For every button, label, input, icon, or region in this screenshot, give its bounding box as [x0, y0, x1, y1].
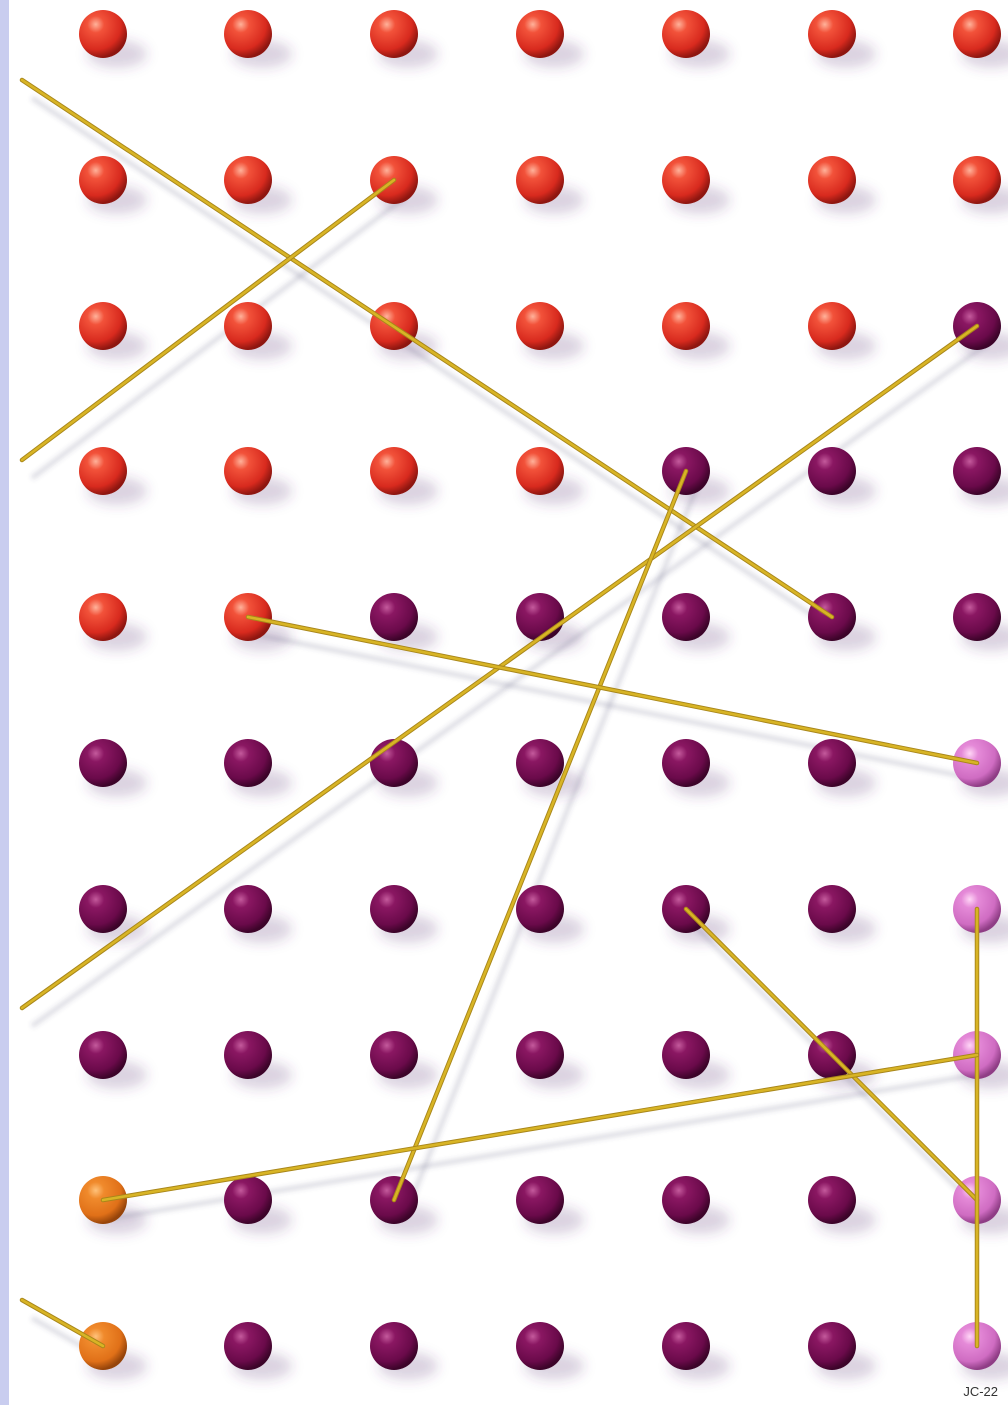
red-ball [370, 447, 418, 495]
red-ball [224, 156, 272, 204]
purple-ball [516, 1031, 564, 1079]
purple-ball [370, 739, 418, 787]
purple-ball [662, 1176, 710, 1224]
red-ball [808, 302, 856, 350]
purple-ball [808, 1176, 856, 1224]
red-ball [953, 10, 1001, 58]
purple-ball [516, 885, 564, 933]
red-ball [516, 447, 564, 495]
purple-ball [224, 1031, 272, 1079]
wire-shadows [32, 98, 987, 1364]
red-ball [662, 156, 710, 204]
red-ball [516, 156, 564, 204]
purple-ball [370, 593, 418, 641]
red-ball [79, 593, 127, 641]
purple-ball [79, 885, 127, 933]
purple-ball [662, 739, 710, 787]
red-ball [224, 447, 272, 495]
gold-wire-highlight [22, 180, 394, 460]
purple-ball [224, 739, 272, 787]
purple-ball [224, 1176, 272, 1224]
purple-ball [808, 739, 856, 787]
purple-ball [662, 593, 710, 641]
artwork-code-label: JC-22 [963, 1384, 998, 1399]
red-ball [79, 156, 127, 204]
red-ball [808, 10, 856, 58]
red-ball [516, 302, 564, 350]
red-ball [808, 156, 856, 204]
purple-ball [953, 593, 1001, 641]
red-ball [370, 10, 418, 58]
purple-ball [370, 1031, 418, 1079]
purple-ball [953, 447, 1001, 495]
wire-shadow [32, 98, 842, 635]
purple-ball [79, 739, 127, 787]
gold-wire-highlight [686, 909, 977, 1200]
purple-ball [808, 447, 856, 495]
purple-ball [224, 885, 272, 933]
purple-ball [516, 1176, 564, 1224]
red-ball [79, 447, 127, 495]
red-ball [662, 302, 710, 350]
purple-ball [808, 1322, 856, 1370]
purple-ball [662, 1322, 710, 1370]
purple-ball [516, 1322, 564, 1370]
red-ball [79, 302, 127, 350]
purple-ball [516, 739, 564, 787]
gold-wire-highlight [394, 471, 686, 1200]
purple-ball [370, 885, 418, 933]
purple-ball [662, 1031, 710, 1079]
purple-ball [224, 1322, 272, 1370]
red-ball [79, 10, 127, 58]
red-ball [224, 302, 272, 350]
red-ball [516, 10, 564, 58]
purple-ball [79, 1031, 127, 1079]
red-ball [662, 10, 710, 58]
purple-ball [516, 593, 564, 641]
purple-ball [370, 1322, 418, 1370]
red-ball [953, 156, 1001, 204]
purple-ball [808, 885, 856, 933]
gold-wire-highlight [22, 1300, 103, 1346]
red-ball [224, 10, 272, 58]
